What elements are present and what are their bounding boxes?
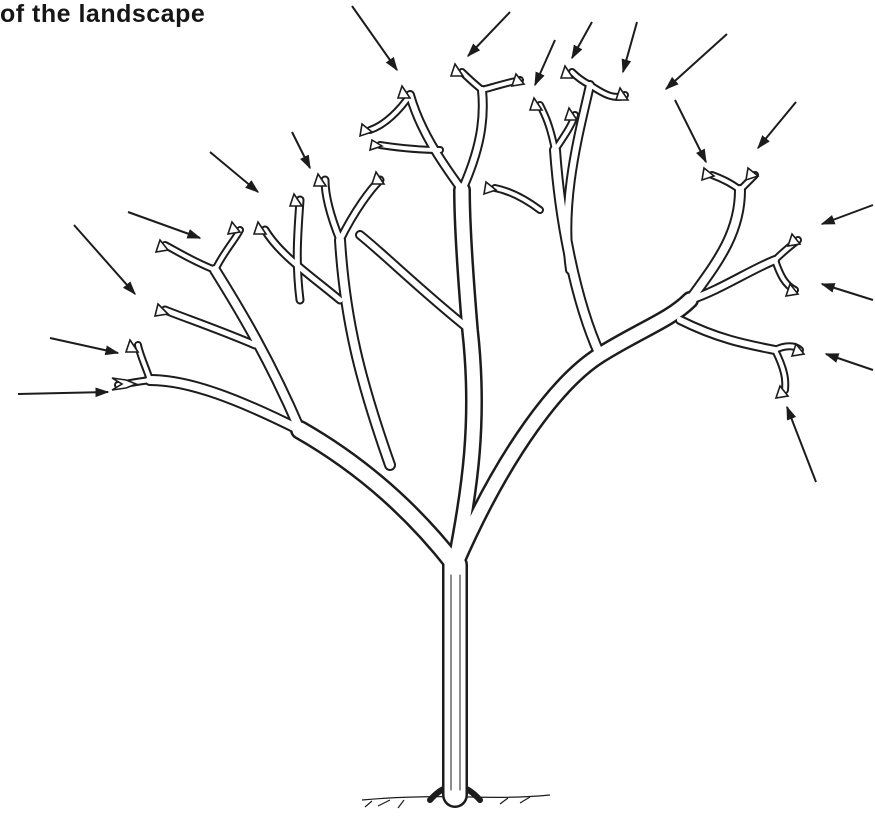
tree-branches: [118, 72, 800, 800]
arrows: [18, 6, 873, 482]
